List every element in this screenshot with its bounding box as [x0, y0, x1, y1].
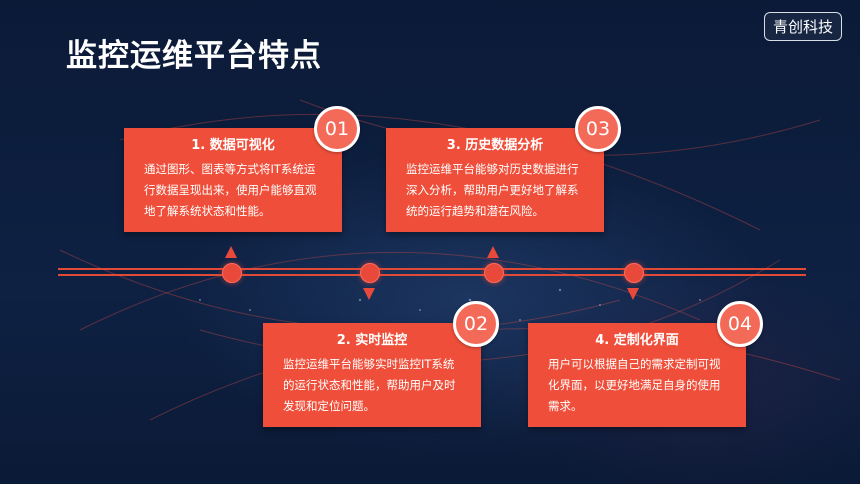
- arrow-up-icon: [487, 246, 499, 258]
- feature-number-badge: 01: [314, 106, 360, 152]
- arrow-down-icon: [363, 288, 375, 300]
- arrow-up-icon: [225, 246, 237, 258]
- feature-text: 用户可以根据自己的需求定制可视化界面，以更好地满足自身的使用需求。: [548, 357, 721, 413]
- feature-number-badge: 04: [717, 301, 763, 347]
- timeline-dot-2: [360, 263, 380, 283]
- feature-heading: 3. 历史数据分析: [446, 138, 544, 153]
- timeline-line-bottom: [58, 274, 806, 276]
- timeline-dot-4: [624, 263, 644, 283]
- feature-card-4: 4. 定制化界面 用户可以根据自己的需求定制可视化界面，以更好地满足自身的使用需…: [528, 323, 746, 427]
- feature-text: 通过图形、图表等方式将IT系统运行数据呈现出来，使用户能够直观地了解系统状态和性…: [144, 162, 317, 218]
- timeline-dot-3: [484, 263, 504, 283]
- feature-heading: 2. 实时监控: [336, 333, 408, 348]
- page-title: 监控运维平台特点: [66, 38, 322, 74]
- brand-badge: 青创科技: [763, 12, 842, 41]
- arrow-down-icon: [627, 288, 639, 300]
- feature-number-badge: 02: [453, 301, 499, 347]
- feature-text: 监控运维平台能够对历史数据进行深入分析，帮助用户更好地了解系统的运行趋势和潜在风…: [406, 162, 579, 218]
- feature-heading: 4. 定制化界面: [595, 333, 679, 348]
- feature-card-2: 2. 实时监控 监控运维平台能够实时监控IT系统的运行状态和性能，帮助用户及时发…: [263, 323, 481, 427]
- feature-card-1: 1. 数据可视化 通过图形、图表等方式将IT系统运行数据呈现出来，使用户能够直观…: [124, 128, 342, 232]
- feature-heading: 1. 数据可视化: [191, 138, 275, 153]
- timeline-line-top: [58, 268, 806, 270]
- feature-text: 监控运维平台能够实时监控IT系统的运行状态和性能，帮助用户及时发现和定位问题。: [283, 357, 456, 413]
- feature-number-badge: 03: [575, 106, 621, 152]
- timeline-dot-1: [222, 263, 242, 283]
- feature-card-3: 3. 历史数据分析 监控运维平台能够对历史数据进行深入分析，帮助用户更好地了解系…: [386, 128, 604, 232]
